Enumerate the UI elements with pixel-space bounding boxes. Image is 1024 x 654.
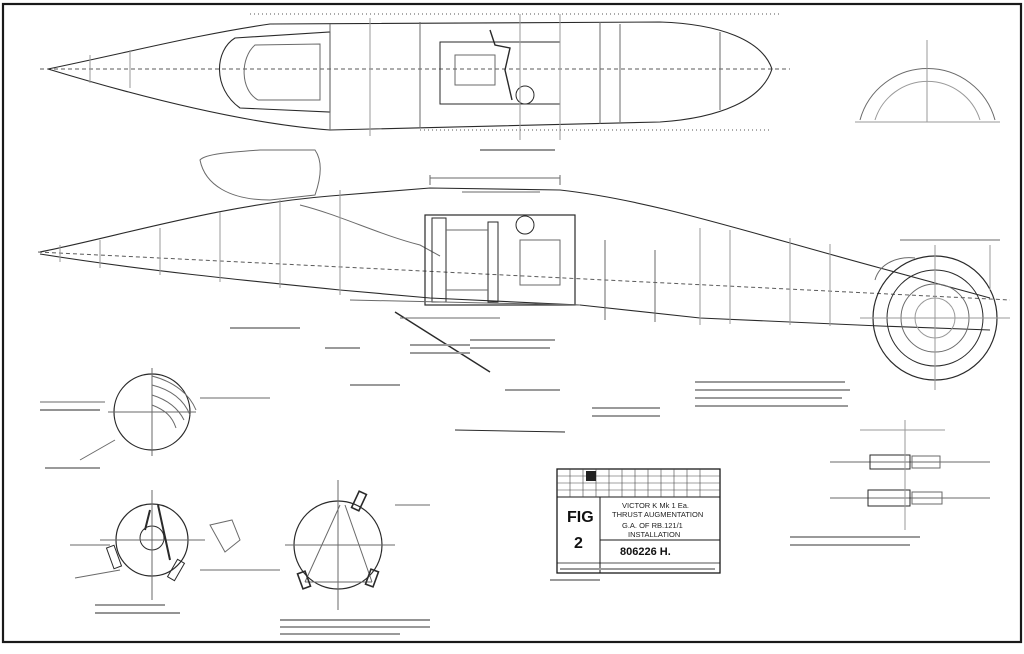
ga-text: G.A. OF RB.121/1 [622,521,683,530]
section-circle-1 [40,368,270,461]
section-circle-2 [70,490,280,614]
detail-assembly [830,420,990,530]
plan-view [40,13,790,151]
subject-text: THRUST AUGMENTATION [612,510,703,519]
side-elevation [37,149,1011,433]
fig-number: 2 [574,535,583,552]
section-arc-top-right [855,40,1000,123]
revision-grid [557,469,720,497]
installation-text: INSTALLATION [628,530,680,539]
drawing-number: 806226 H. [620,546,671,558]
section-circle-3 [280,480,430,621]
nozzle-end-view [860,239,1010,390]
title-block: FIG 2 VICTOR K Mk 1 Ea. THRUST AUGMENTAT… [556,468,721,574]
company-text: VICTOR K Mk 1 Ea. [622,501,689,510]
sheet-border [1,2,1023,644]
drawing-notes [45,327,920,635]
fig-label: FIG [567,509,594,526]
